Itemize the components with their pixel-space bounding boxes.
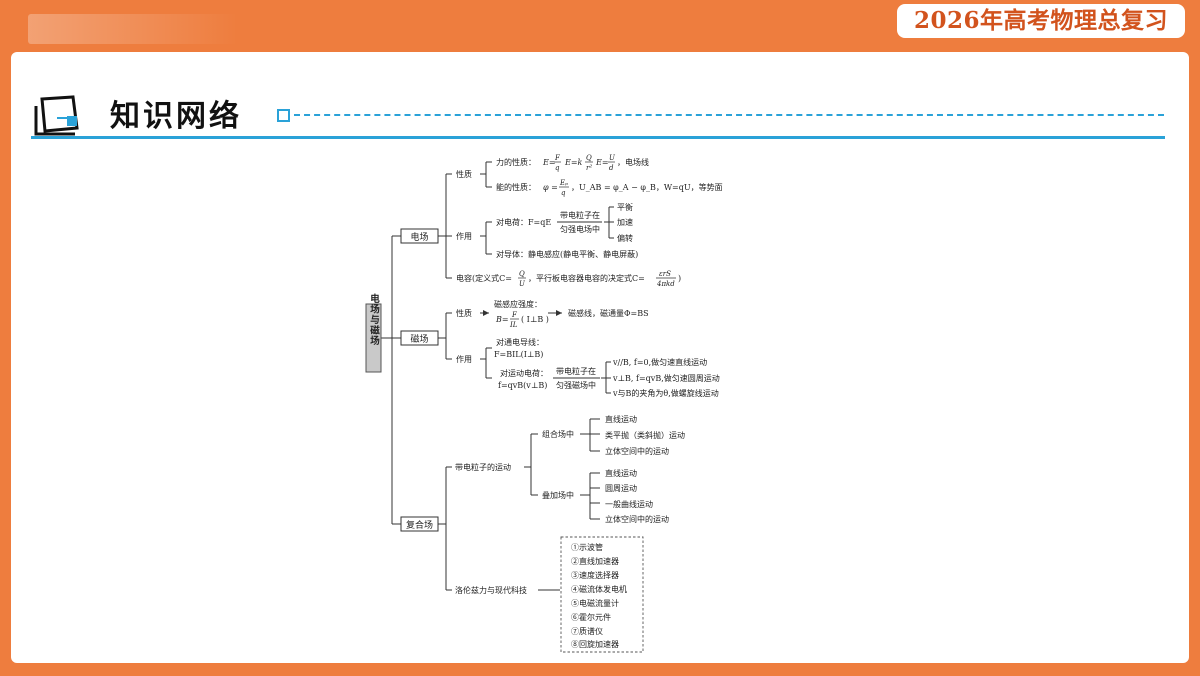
title-underline <box>31 136 1165 139</box>
tech-list-box <box>560 536 644 653</box>
energy-property-tail: ，U_AB = φ_A − φ_B，W=qU，等势面 <box>571 182 723 192</box>
superposed-item-1: 直线运动 <box>605 468 637 478</box>
frac-4pikd-den: 4πkd <box>656 280 675 288</box>
frac-u-den-cap: U <box>519 280 526 288</box>
combined-item-3: 立体空间中的运动 <box>605 446 669 456</box>
tech-item-1: ①示波管 <box>571 542 603 552</box>
frac-il-den: IL <box>509 321 518 329</box>
frac-u-num: U <box>609 154 616 162</box>
lorentz-formula: f=qvB(v⊥B) <box>498 381 547 390</box>
tech-item-5: ⑤电磁流量计 <box>571 598 619 608</box>
tech-item-8: ⑧回旋加速器 <box>571 639 619 649</box>
force-property-label: 力的性质： <box>496 157 536 167</box>
content-panel: 知识网络 <box>11 52 1189 663</box>
tech-item-3: ③速度选择器 <box>571 570 619 580</box>
motion-helical: v与B的夹角为θ,做螺旋线运动 <box>612 388 719 398</box>
combined-item-2: 类平抛（类斜抛）运动 <box>605 430 685 440</box>
magnetic-action-node: 作用 <box>456 354 472 364</box>
capacitance-mid: ，平行板电容器电容的决定式C= <box>528 273 645 283</box>
compound-field-node: 复合场 <box>406 519 433 531</box>
wire-action-label: 对通电导线： <box>496 337 544 347</box>
magnetic-field-node: 磁场 <box>410 333 428 345</box>
electric-particle-top: 带电粒子在 <box>560 210 600 220</box>
lorentz-tech-node: 洛伦兹力与现代科技 <box>455 585 527 595</box>
electric-property-node: 性质 <box>456 169 472 179</box>
frac-q-den: q <box>555 164 560 172</box>
section-title: 知识网络 <box>110 99 242 134</box>
magnetic-particle-top: 带电粒子在 <box>556 366 596 376</box>
course-badge: 2026年高考物理总复习 <box>897 4 1185 38</box>
tech-item-2: ②直线加速器 <box>571 556 619 566</box>
motion-parallel: v//B, f=0,做匀速直线运动 <box>612 357 707 367</box>
header-fade-decoration <box>28 14 238 44</box>
electric-action-node: 作用 <box>456 231 472 241</box>
combined-field-node: 组合场中 <box>542 429 574 439</box>
knowledge-card-icon <box>34 95 79 136</box>
frac-r2-den: r² <box>586 164 592 172</box>
b-intensity-label: 磁感应强度： <box>494 299 542 309</box>
frac-q-num: Q <box>586 154 592 162</box>
energy-property-label: 能的性质： <box>496 182 536 192</box>
particle-motion-node: 带电粒子的运动 <box>455 462 511 472</box>
force-formula-e1: E= <box>542 158 556 167</box>
title-dashed-line <box>294 114 1164 116</box>
frac-f-b-num: F <box>511 311 518 319</box>
force-formula-e3: E= <box>595 158 609 167</box>
conductor-action-label: 对导体：静电感应(静电平衡、静电屏蔽) <box>496 249 638 259</box>
charge-action-label: 对电荷：F=qE <box>496 217 551 227</box>
frac-es-num: εrS <box>659 270 671 278</box>
superposed-item-3: 一般曲线运动 <box>605 499 653 509</box>
motion-perpendicular: v⊥B, f=qvB,做匀速圆周运动 <box>612 373 720 383</box>
superposed-item-2: 圆周运动 <box>605 483 637 493</box>
wire-force-formula: F=BIL(I⊥B) <box>494 350 543 359</box>
frac-q-num-cap: Q <box>519 270 525 278</box>
magnetic-particle-bot: 匀强磁场中 <box>556 380 596 390</box>
superposed-field-node: 叠加场中 <box>542 490 574 500</box>
tech-item-7: ⑦质谱仪 <box>571 626 603 636</box>
force-formula-e2: E=k <box>564 158 583 167</box>
frac-ep-num: Eₚ <box>559 179 568 187</box>
tech-item-6: ⑥霍尔元件 <box>571 612 611 622</box>
moving-charge-label: 对运动电荷： <box>500 368 548 378</box>
force-property-tail: ，电场线 <box>617 157 649 167</box>
title-line-marker <box>277 109 290 122</box>
state-accelerate: 加速 <box>617 217 633 227</box>
energy-phi: φ = <box>543 183 558 192</box>
tech-item-4: ④磁流体发电机 <box>571 584 627 594</box>
electric-field-node: 电场 <box>410 231 428 243</box>
frac-q-den-2: q <box>561 189 566 197</box>
b-condition: ( I⊥B ) <box>521 315 549 324</box>
capacitance-pre: 电容(定义式C= <box>456 273 512 283</box>
state-deflect: 偏转 <box>617 233 633 243</box>
b-formula: B= <box>495 315 509 324</box>
root-label: 电场与磁场 <box>368 293 380 346</box>
frac-d-den: d <box>609 164 614 172</box>
superposed-item-4: 立体空间中的运动 <box>605 514 669 524</box>
capacitance-end: ) <box>678 274 681 283</box>
frac-f-num: F <box>554 154 561 162</box>
combined-item-1: 直线运动 <box>605 414 637 424</box>
flux-label: 磁感线，磁通量Φ=BS <box>568 308 649 318</box>
state-balance: 平衡 <box>617 202 633 212</box>
magnetic-property-node: 性质 <box>456 308 472 318</box>
electric-particle-bot: 匀强电场中 <box>560 224 600 234</box>
